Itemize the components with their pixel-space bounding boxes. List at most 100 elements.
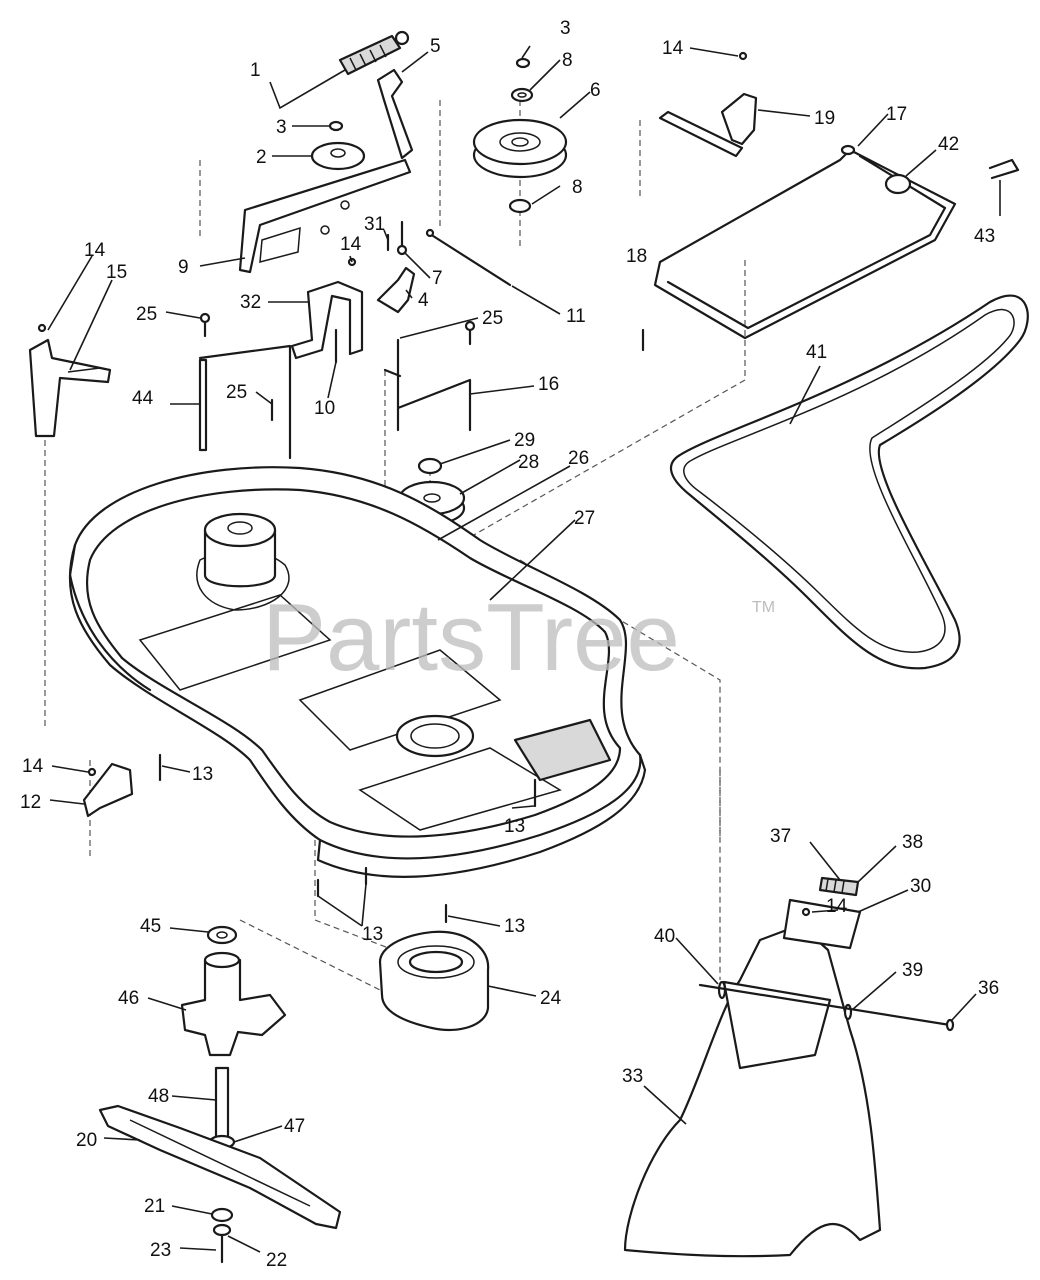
part-43-hair-pin (988, 158, 1020, 180)
part-19-pivot-handle (658, 92, 758, 158)
callout-14-left: 14 (84, 240, 106, 261)
part-8-washer-upper (510, 87, 534, 103)
callout-19: 19 (814, 108, 835, 129)
part-29-nut (417, 457, 443, 475)
part-8-washer-lower (508, 198, 532, 214)
callout-17: 17 (886, 104, 907, 125)
part-39-washer (843, 1003, 853, 1021)
callout-25-left: 25 (136, 304, 157, 325)
callout-25-middle: 25 (226, 382, 247, 403)
callout-13-lower: 13 (362, 924, 383, 945)
svg-text:TM: TM (752, 599, 775, 616)
part-24-spindle-housing (378, 930, 490, 1032)
callout-12: 12 (20, 792, 41, 813)
part-17-bail (653, 144, 957, 340)
callout-3-upper: 3 (276, 117, 287, 138)
callout-32: 32 (240, 292, 261, 313)
part-5-lever (376, 68, 414, 160)
callout-10: 10 (314, 398, 335, 419)
callout-2: 2 (256, 147, 267, 168)
part-14-pin-bottom-left (87, 767, 97, 777)
part-36-rod (698, 983, 955, 1032)
part-25-bolt-left (199, 312, 211, 338)
part-30-flap (782, 898, 862, 950)
part-16-rod (383, 338, 472, 432)
callout-14-top: 14 (662, 38, 684, 59)
part-6-pulley (472, 118, 568, 179)
callout-48: 48 (148, 1086, 169, 1107)
part-40-washer (717, 980, 727, 1000)
callout-labels: 1 2 3 3 4 5 6 7 8 8 9 10 11 12 13 13 13 … (20, 18, 999, 1271)
callout-40: 40 (654, 926, 675, 947)
callout-7: 7 (432, 268, 443, 289)
callout-15: 15 (106, 262, 127, 283)
callout-11: 11 (566, 306, 586, 327)
callout-13-left: 13 (192, 764, 213, 785)
callout-5: 5 (430, 36, 441, 57)
callout-31: 31 (364, 214, 385, 235)
partstree-watermark: PartsTree TM (262, 584, 775, 691)
part-22-washer (212, 1223, 232, 1237)
part-20-blade (98, 1104, 342, 1230)
part-32-mount-bracket (290, 280, 364, 360)
part-11-rod (425, 228, 512, 287)
part-13-bolts-lower (316, 866, 368, 898)
part-37-spring (818, 876, 860, 897)
callout-16: 16 (538, 374, 559, 395)
part-46-spindle-housing (180, 951, 287, 1057)
callout-1: 1 (250, 60, 261, 81)
callout-13-deck: 13 (504, 816, 525, 837)
callout-18: 18 (626, 246, 647, 267)
callout-24: 24 (540, 988, 562, 1009)
callout-20: 20 (76, 1130, 97, 1151)
callout-27: 27 (574, 508, 595, 529)
callout-30: 30 (910, 876, 931, 897)
part-48-shaft (214, 1066, 230, 1142)
callout-38: 38 (902, 832, 923, 853)
part-25-bolt-right (464, 320, 476, 346)
part-33-discharge-chute (623, 923, 882, 1258)
callout-28: 28 (518, 452, 539, 473)
callout-14-chute: 14 (826, 896, 848, 917)
callout-8-lower: 8 (572, 177, 583, 198)
callout-37: 37 (770, 826, 791, 847)
part-3-nut-upper (328, 120, 344, 132)
part-4-bracket (376, 266, 416, 314)
callout-29: 29 (514, 430, 535, 451)
part-12-bracket (82, 762, 134, 818)
part-41-belt (670, 294, 1029, 670)
callout-42: 42 (938, 134, 959, 155)
part-45-bearing (206, 925, 238, 945)
callout-39: 39 (902, 960, 923, 981)
callout-45: 45 (140, 916, 161, 937)
part-9-idler-bracket (238, 158, 412, 274)
callout-46: 46 (118, 988, 139, 1009)
callout-3-top: 3 (560, 18, 571, 39)
callout-8-upper: 8 (562, 50, 573, 71)
part-14-pin-chute (801, 907, 811, 917)
callout-14-mid: 14 (340, 234, 362, 255)
callout-44: 44 (132, 388, 154, 409)
callout-13-lower-right: 13 (504, 916, 525, 937)
callout-14-bottom-left: 14 (22, 756, 44, 777)
part-15-side-bracket (28, 338, 112, 438)
alignment-lines (44, 90, 746, 1001)
deck-spindle-pulley (203, 512, 277, 588)
callout-25-right: 25 (482, 308, 503, 329)
svg-text:PartsTree: PartsTree (262, 584, 680, 691)
leader-lines (47, 45, 1001, 1253)
part-14-pin-top (738, 51, 748, 61)
callout-33: 33 (622, 1066, 643, 1087)
callout-43: 43 (974, 226, 995, 247)
callout-4: 4 (418, 290, 429, 311)
part-42-washer (884, 173, 912, 195)
callout-21: 21 (144, 1196, 165, 1217)
callout-23: 23 (150, 1240, 171, 1261)
callout-47: 47 (284, 1116, 305, 1137)
part-3-nut-top (515, 57, 531, 69)
callout-22: 22 (266, 1250, 287, 1271)
part-44-link (198, 344, 292, 460)
part-14-pin-left (37, 323, 47, 333)
callout-6: 6 (590, 80, 601, 101)
